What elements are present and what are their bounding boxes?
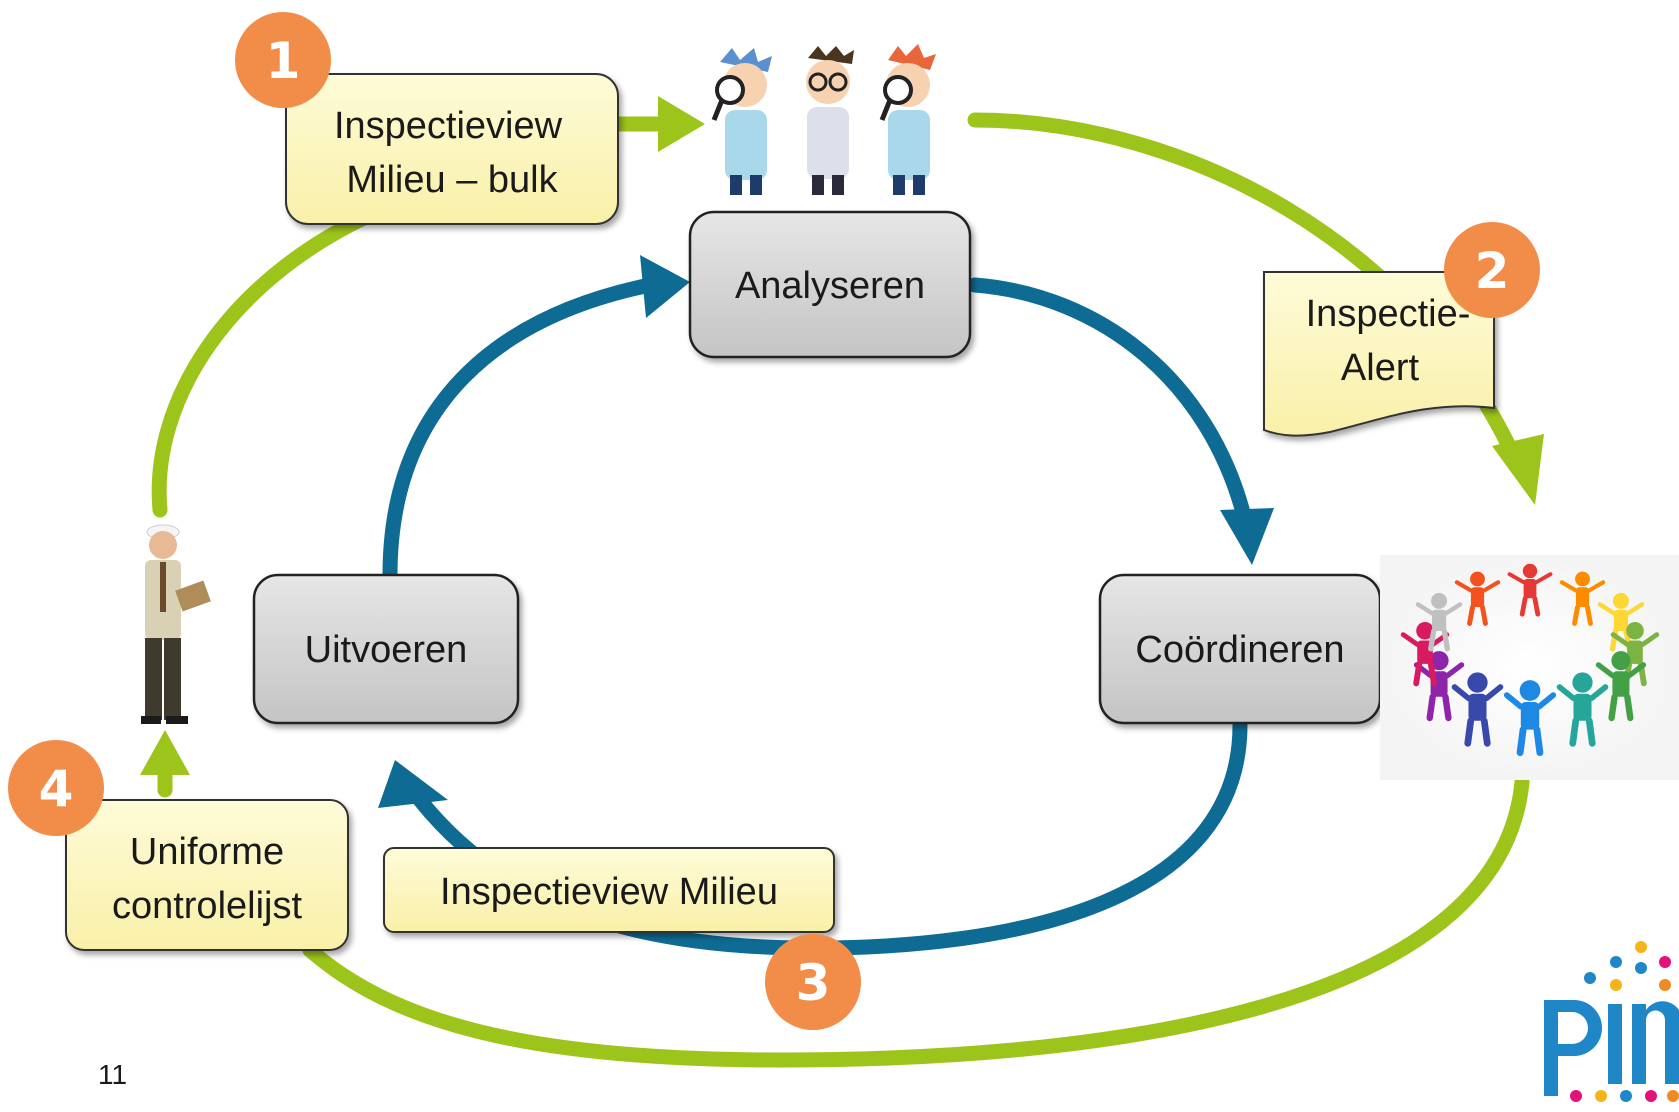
person-figure (1556, 672, 1609, 747)
person-figure (1454, 571, 1501, 626)
person-figure (1507, 563, 1553, 617)
badge-3-label: 3 (796, 954, 831, 1012)
note-inspectie-alert (1263, 271, 1495, 437)
logo-letter-i (1608, 1004, 1622, 1084)
process-label-analyseren: Analyseren (735, 265, 925, 307)
badge-4: 4 (8, 740, 104, 836)
scientists-illustration (711, 44, 936, 195)
scientist-middle (806, 46, 854, 195)
process-box-analyseren (688, 210, 972, 359)
arrowhead-to-scientists (658, 96, 705, 152)
note3-text: Inspectieview Milieu (440, 871, 778, 913)
person-figure (1413, 651, 1465, 722)
people-circle-illustration (1380, 555, 1679, 780)
person-figure (1451, 672, 1504, 747)
green-arrow-bottom (302, 774, 1530, 1068)
person-figure (1597, 592, 1645, 652)
page-number: 11 (98, 1059, 127, 1090)
process-label-coordineren: Coördineren (1135, 629, 1344, 671)
green-arrowheads (140, 96, 1544, 775)
green-arrow-left-up (151, 207, 378, 518)
person-figure (1415, 592, 1463, 652)
scientist-left (711, 48, 772, 195)
blue-arrowheads (378, 255, 1274, 808)
badge-3: 3 (765, 934, 861, 1030)
arrowhead-to-coordineren (1220, 508, 1274, 565)
note-inspectieview-milieu (383, 847, 835, 933)
arrowhead-to-uitvoeren (378, 760, 448, 808)
blue-arrow-uitvoeren-analyseren (382, 277, 658, 583)
process-label-uitvoeren: Uitvoeren (305, 629, 468, 671)
person-figure (1559, 571, 1606, 626)
inspector-photo (141, 524, 211, 724)
note-uniforme-controlelijst (65, 799, 349, 951)
person-figure (1503, 680, 1557, 757)
people-ring (1400, 563, 1660, 757)
badge-1-label: 1 (266, 32, 301, 90)
blue-arrow-analyseren-coordineren (967, 277, 1253, 528)
arrowhead-to-analyseren (640, 255, 690, 318)
process-box-uitvoeren (252, 573, 520, 725)
note4-line2: controlelijst (112, 885, 303, 927)
badge-4-label: 4 (39, 760, 74, 818)
note1-line2: Milieu – bulk (346, 159, 558, 201)
badge-1: 1 (235, 12, 331, 108)
note2-line2: Alert (1341, 347, 1420, 389)
person-figure (1610, 621, 1660, 687)
scientist-right (879, 44, 936, 195)
arrowhead-to-inspector (140, 730, 190, 775)
logo-letter-p (1544, 1000, 1602, 1096)
note1-line1: Inspectieview (334, 105, 563, 147)
logo-letter-m (1632, 1001, 1679, 1084)
badge-2-label: 2 (1475, 242, 1510, 300)
note2-line1: Inspectie- (1306, 293, 1471, 335)
arrowhead-to-people (1492, 434, 1544, 505)
badge-2: 2 (1444, 222, 1540, 318)
note4-line1: Uniforme (130, 831, 284, 873)
pim-logo (1544, 941, 1679, 1102)
person-figure (1595, 651, 1647, 722)
note-inspectieview-bulk (285, 73, 619, 225)
